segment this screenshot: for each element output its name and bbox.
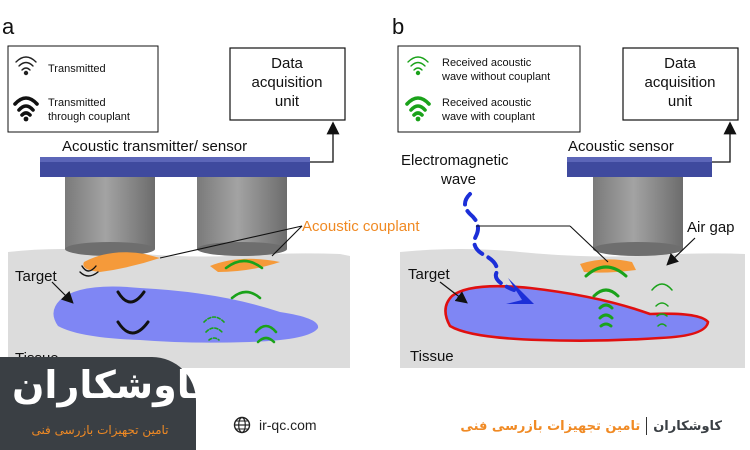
brand-name: کاوشکاران: [12, 363, 214, 407]
footer-separator: [646, 417, 648, 435]
transmitter-label: Acoustic transmitter/ sensor: [62, 138, 247, 155]
air-gap-label: Air gap: [687, 219, 735, 236]
daq-b-line-2: acquisition: [645, 74, 716, 91]
daq-b-line-1: Data: [664, 55, 696, 72]
legend-b-item-2-line-1: Received acoustic: [442, 97, 532, 109]
couplant-leader: [271, 225, 303, 257]
em-wave-arrowhead: [506, 278, 534, 304]
target-b-label: Target: [408, 266, 451, 283]
couplant-b-leader: [569, 225, 609, 263]
legend-box: [7, 45, 159, 133]
legend-b-item-2-line-2: wave with couplant: [441, 111, 535, 123]
target-b: [444, 284, 710, 342]
target-a-arrow: [51, 281, 74, 304]
footer-right-tagline: تامین تجهیزات بازرسی فنی: [460, 418, 641, 434]
panel-a-legend: Transmitted Transmitted through couplant: [7, 45, 159, 133]
target-a: [53, 286, 319, 343]
panel-b: b Received acoustic wave without couplan…: [392, 14, 745, 368]
return-waves-b: [584, 265, 673, 328]
daq-box-a: [229, 47, 346, 121]
em-wave: [463, 192, 516, 292]
daq-a-line-3: unit: [275, 93, 300, 110]
daq-b-line-3: unit: [668, 93, 693, 110]
legend-b-item-1-line-2: wave without couplant: [441, 71, 550, 83]
daq-a-arrow: [310, 121, 340, 163]
legend-b-item-1-line-1: Received acoustic: [442, 57, 532, 69]
legend-a-item-2-line-1: Transmitted: [48, 97, 106, 109]
sensor-label: Acoustic sensor: [568, 138, 674, 155]
probe-a-right: [197, 177, 287, 256]
target-a-label: Target: [15, 268, 58, 285]
target-b-arrow: [439, 281, 468, 304]
daq-box-b: [622, 47, 739, 121]
wifi-thin-icon: [15, 56, 37, 76]
website-link[interactable]: ir-qc.com: [233, 415, 317, 435]
footer-right-name: کاوشکاران: [653, 418, 722, 434]
footer-brand-right: تامین تجهیزات بازرسی فنی کاوشکاران: [452, 414, 722, 438]
panel-b-label: b: [392, 14, 404, 39]
legend-a-item-1: Transmitted: [48, 63, 106, 75]
tissue-b-label: Tissue: [410, 348, 454, 365]
transmitted-waves-a: [79, 265, 150, 335]
wifi-thin-green-icon: [407, 56, 429, 76]
panel-b-legend: Received acoustic wave without couplant …: [397, 45, 581, 133]
legend-a-item-2-line-2: through couplant: [48, 111, 130, 123]
probe-a-left: [65, 177, 155, 256]
em-label-line-2: wave: [440, 171, 476, 188]
couplant-a-left: [83, 252, 160, 272]
couplant-label: Acoustic couplant: [302, 218, 420, 235]
panel-a: a Transmitted Transmitted through coupla…: [2, 14, 420, 368]
daq-a-line-1: Data: [271, 55, 303, 72]
panel-a-label: a: [2, 14, 15, 39]
wifi-bold-green-icon: [405, 96, 431, 122]
return-waves-a: [203, 259, 278, 344]
em-label-line-1: Electromagnetic: [401, 152, 509, 169]
air-gap-arrow: [666, 237, 696, 266]
wifi-bold-icon: [13, 96, 39, 122]
website-text[interactable]: ir-qc.com: [259, 417, 317, 433]
brand-tagline: تامین تجهیزات بازرسی فنی: [31, 423, 169, 437]
globe-icon: [233, 416, 251, 434]
daq-b-arrow: [712, 121, 737, 163]
probe-b: [593, 177, 683, 256]
brand-logo-box: کاوشکاران تامین تجهیزات بازرسی فنی: [0, 357, 214, 450]
couplant-a-right: [210, 258, 280, 272]
daq-a-line-2: acquisition: [252, 74, 323, 91]
